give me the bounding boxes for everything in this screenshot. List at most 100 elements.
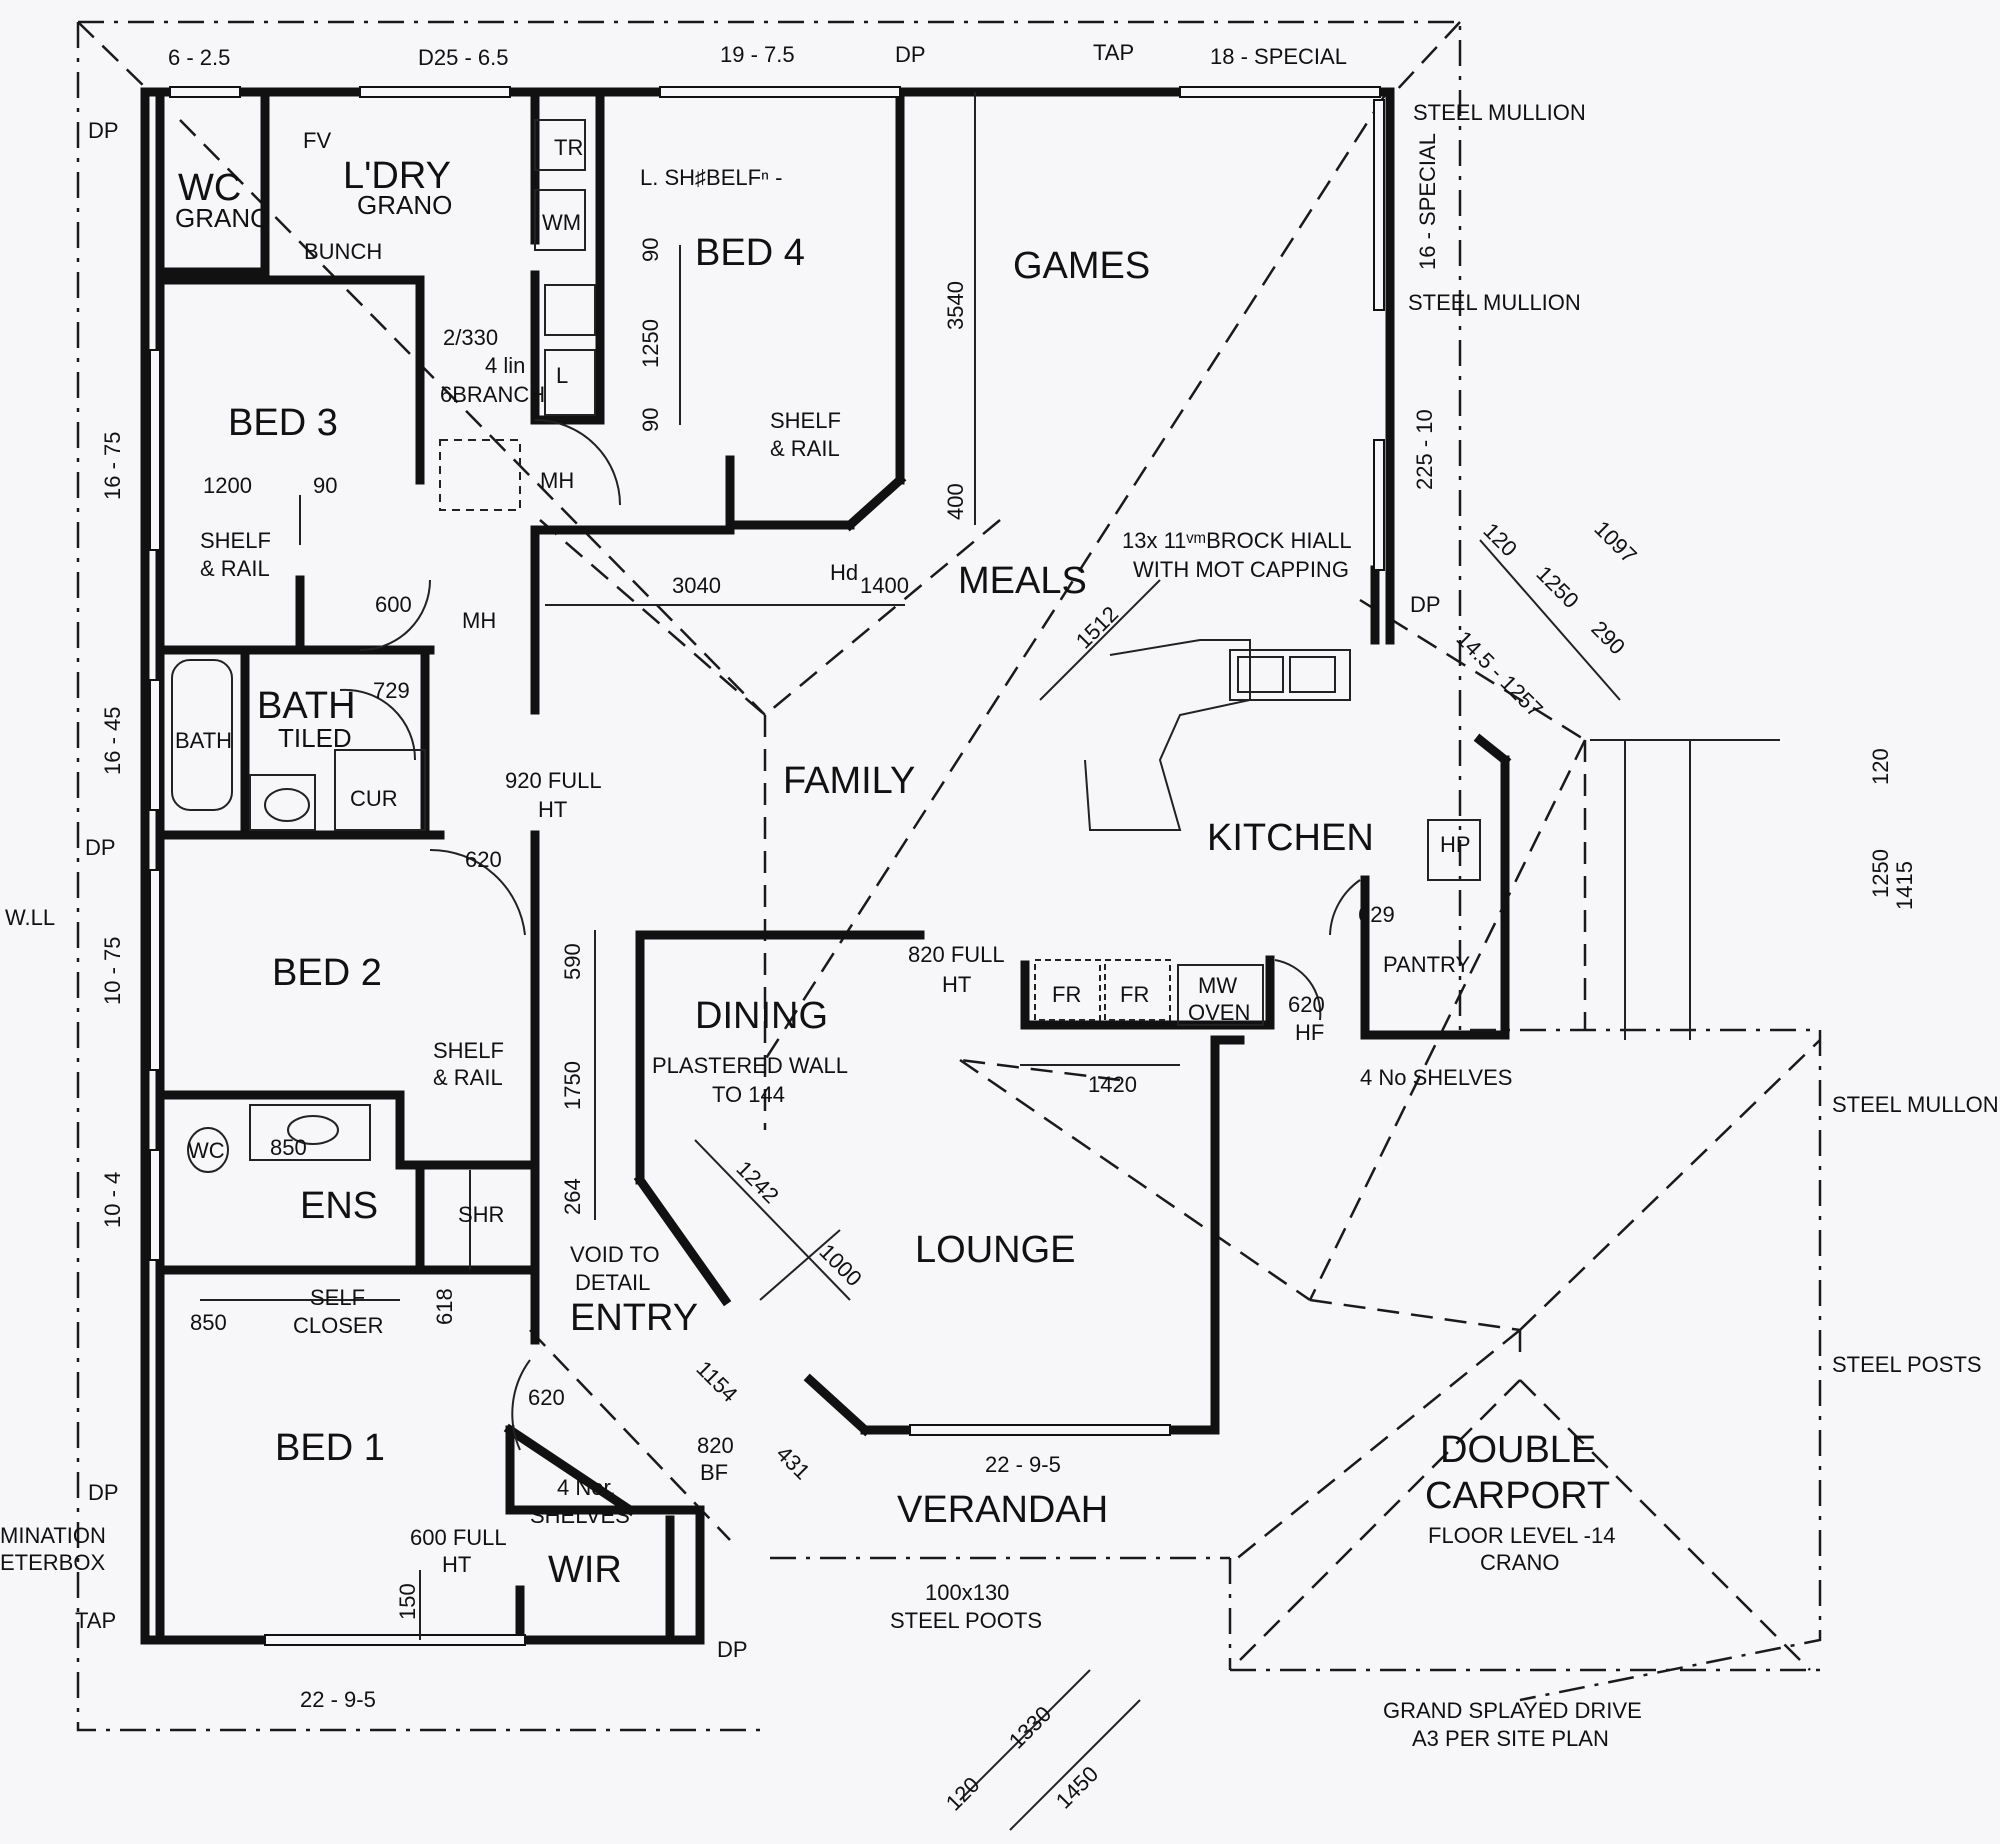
note-plaster-1: PLASTERED WALL: [652, 1053, 848, 1078]
notes: 6 - 2.5 D25 - 6.5 19 - 7.5 DP TAP 18 - S…: [0, 40, 1999, 1751]
note-steel-posts: STEEL POSTS: [1832, 1352, 1982, 1377]
dim-620b: 620: [528, 1385, 565, 1410]
fixture-fr1: FR: [1052, 982, 1081, 1007]
room-kitchen: KITCHEN: [1207, 817, 1374, 859]
note-top-dp: DP: [895, 42, 926, 67]
dim-1450: 1450: [1051, 1761, 1103, 1813]
dim-120: 120: [1478, 518, 1522, 562]
room-wc: WC: [178, 167, 241, 209]
fixture-fv: FV: [303, 128, 331, 153]
fixture-cupboard: CUR: [350, 786, 398, 811]
dim-729: 729: [373, 678, 410, 703]
note-top-tap: TAP: [1093, 40, 1134, 65]
fixture-l: L: [556, 363, 568, 388]
note-self-closer-2: CLOSER: [293, 1313, 383, 1338]
room-games: GAMES: [1013, 245, 1150, 287]
note-four-lin: 4 lin: [485, 353, 525, 378]
note-full-ht-1b: HT: [538, 797, 567, 822]
dim-1250r: 1250: [1868, 849, 1893, 898]
note-posts-1: 100x130: [925, 1580, 1009, 1605]
room-family: FAMILY: [783, 760, 915, 802]
note-carport-2: CRANO: [1480, 1550, 1559, 1575]
note-drive-1: GRAND SPLAYED DRIVE: [1383, 1698, 1642, 1723]
dim-618: 618: [432, 1288, 457, 1325]
dim-1097: 1097: [1589, 516, 1641, 568]
note-top-1: 6 - 2.5: [168, 45, 230, 70]
dim-850a: 850: [270, 1135, 307, 1160]
note-shelf-rail-1a: SHELF: [770, 408, 841, 433]
note-bottom-dim: 22 - 9-5: [300, 1687, 376, 1712]
note-l-shelf: L. SH♯BELFⁿ -: [640, 165, 783, 190]
fixture-bath: BATH: [175, 728, 232, 753]
roof-outline: [76, 20, 1822, 1732]
note-four-shelves: 4 No SHELVES: [1360, 1065, 1512, 1090]
note-top-3: 19 - 7.5: [720, 42, 795, 67]
room-bed2: BED 2: [272, 952, 382, 994]
note-void-1: VOID TO: [570, 1242, 660, 1267]
room-bed3: BED 3: [228, 402, 338, 444]
note-void-2: DETAIL: [575, 1270, 650, 1295]
note-dp-right: DP: [1410, 592, 1441, 617]
note-side-225: 225 - 10: [1412, 409, 1437, 490]
note-full-ht-3b: HT: [442, 1552, 471, 1577]
fixture-fr2: FR: [1120, 982, 1149, 1007]
room-bath-finish: TILED: [278, 723, 352, 753]
note-wll: W.LL: [5, 905, 55, 930]
room-dining: DINING: [695, 995, 828, 1037]
note-full-ht-1a: 920 FULL: [505, 768, 602, 793]
room-wc-finish: GRANO: [175, 203, 270, 233]
note-mh-2: MH: [462, 608, 496, 633]
note-door-bf: BF: [700, 1460, 728, 1485]
dim-1330: 1330: [1004, 1701, 1056, 1753]
note-shelf-rail-2b: & RAIL: [200, 556, 270, 581]
dim-600: 600: [375, 592, 412, 617]
windows: [149, 86, 1385, 1646]
note-self-closer-1: SELF: [310, 1285, 365, 1310]
dim-400: 400: [943, 483, 968, 520]
fixture-bench: BUNCH: [304, 239, 382, 264]
dim-431: 431: [771, 1441, 815, 1485]
dim-90c: 90: [313, 473, 337, 498]
note-hd: Hd: [830, 560, 858, 585]
note-verandah-dim: 22 - 9-5: [985, 1452, 1061, 1477]
dim-590: 590: [560, 943, 585, 980]
fixture-oven: OVEN: [1188, 1000, 1250, 1025]
room-wir: WIR: [548, 1549, 622, 1591]
dim-3040: 3040: [672, 573, 721, 598]
note-shelf-rail-1b: & RAIL: [770, 436, 840, 461]
room-double: DOUBLE: [1440, 1429, 1596, 1471]
note-brick-1: 13x 11ᵛᵐBROCK HIALL: [1122, 528, 1352, 553]
note-top-4: 18 - SPECIAL: [1210, 44, 1347, 69]
note-bunch: 2/330: [443, 325, 498, 350]
note-shelf-rail-3b: & RAIL: [433, 1065, 503, 1090]
dim-150: 150: [395, 1583, 420, 1620]
fixture-hp: HP: [1440, 832, 1471, 857]
dim-1415: 1415: [1892, 861, 1917, 910]
dim-1200: 1200: [203, 473, 252, 498]
room-bed1: BED 1: [275, 1427, 385, 1469]
note-top-2: D25 - 6.5: [418, 45, 509, 70]
room-laundry: L'DRY: [343, 155, 451, 197]
dim-1250: 1250: [638, 319, 663, 368]
room-bath: BATH: [257, 685, 356, 727]
dim-1750: 1750: [560, 1061, 585, 1110]
note-steel-mullion-1: STEEL MULLION: [1413, 100, 1586, 125]
dim-1242: 1242: [731, 1156, 783, 1208]
note-hf-2: HF: [1295, 1020, 1324, 1045]
note-shelf-rail-3a: SHELF: [433, 1038, 504, 1063]
note-mh-1: MH: [540, 468, 574, 493]
dim-120b: 120: [941, 1772, 985, 1816]
dim-1512: 1512: [1071, 601, 1123, 653]
note-dp-left-low: DP: [88, 1480, 119, 1505]
note-dp-left-mid: DP: [85, 835, 116, 860]
note-steel-mullon: STEEL MULLON: [1832, 1092, 1999, 1117]
room-pantry: PANTRY: [1383, 952, 1471, 977]
note-full-ht-2a: 820 FULL: [908, 942, 1005, 967]
note-shelf-rail-2a: SHELF: [200, 528, 271, 553]
fixture-shr: SHR: [458, 1202, 504, 1227]
fixture-tr: TR: [554, 135, 583, 160]
note-special-16: 16 - SPECIAL: [1415, 133, 1440, 270]
dim-1400: 1400: [860, 573, 909, 598]
note-carport-1: FLOOR LEVEL -14: [1428, 1523, 1615, 1548]
